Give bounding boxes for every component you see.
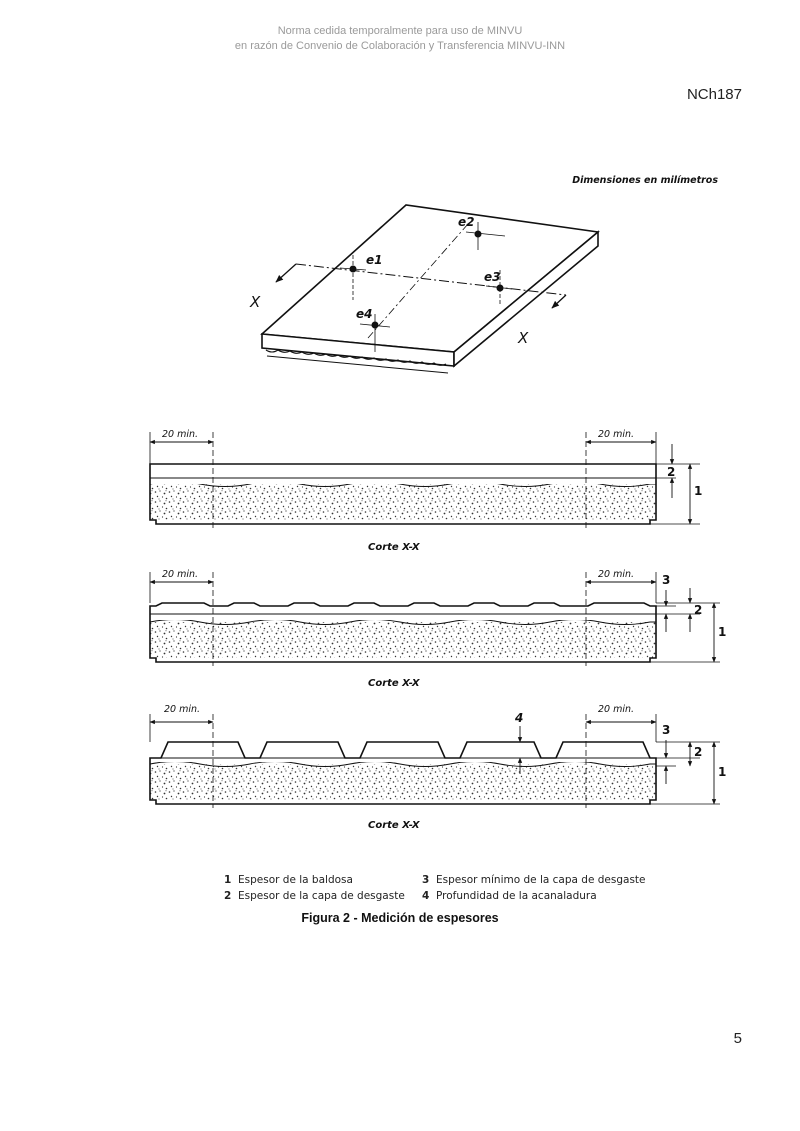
figure-caption: Figura 2 - Medición de espesores: [301, 911, 499, 925]
isometric-tile: [260, 204, 600, 374]
section-1-dim-left: 20 min.: [162, 429, 198, 440]
section-1-callout-2: 2: [667, 465, 675, 479]
section-3-callout-2: 2: [694, 745, 702, 759]
watermark-line-1: Norma cedida temporalmente para uso de M…: [277, 25, 523, 37]
watermark-line-2: en razón de Convenio de Colaboración y T…: [234, 40, 566, 52]
measure-point-e2: [465, 222, 506, 250]
section-3-dim-left: 20 min.: [164, 704, 200, 715]
label-x-left: X: [249, 293, 261, 311]
section-2-dim-left: 20 min.: [162, 569, 198, 580]
label-e1: e1: [366, 253, 383, 267]
section-3-dim-right: 20 min.: [598, 704, 634, 715]
page-number: 5: [733, 1030, 742, 1047]
section-1-dim-right: 20 min.: [598, 429, 634, 440]
section-3: [149, 714, 720, 808]
section-3-callout-4: 4: [514, 711, 523, 725]
section-2-caption: Corte X-X: [368, 678, 420, 689]
section-1: [149, 432, 700, 528]
label-e4: e4: [356, 307, 373, 321]
section-1-caption: Corte X-X: [368, 542, 420, 553]
document-id: NCh187: [686, 86, 742, 103]
section-line: [295, 263, 567, 296]
label-e2: e2: [458, 215, 475, 229]
tile-bottom-scallops: [265, 349, 447, 366]
section-2-callout-2: 2: [694, 603, 702, 617]
watermark: Norma cedida temporalmente para uso de M…: [0, 24, 800, 54]
section-2-callout-3: 3: [662, 573, 670, 587]
section-1-callout-1: 1: [694, 484, 702, 498]
measure-point-e4: [359, 314, 391, 352]
measure-point-e3: [485, 270, 513, 304]
measure-point-e1: [339, 255, 367, 300]
section-3-callout-1: 1: [718, 765, 726, 779]
section-2-callout-1: 1: [718, 625, 726, 639]
section-3-callout-3: 3: [662, 723, 670, 737]
section-3-caption: Corte X-X: [368, 820, 420, 831]
section-2-dim-right: 20 min.: [598, 569, 634, 580]
section-2: [149, 572, 720, 666]
tile-side-face: [453, 230, 599, 368]
dimensions-note: Dimensiones en milímetros: [572, 175, 718, 186]
label-x-right: X: [517, 329, 529, 347]
label-e3: e3: [484, 270, 501, 284]
